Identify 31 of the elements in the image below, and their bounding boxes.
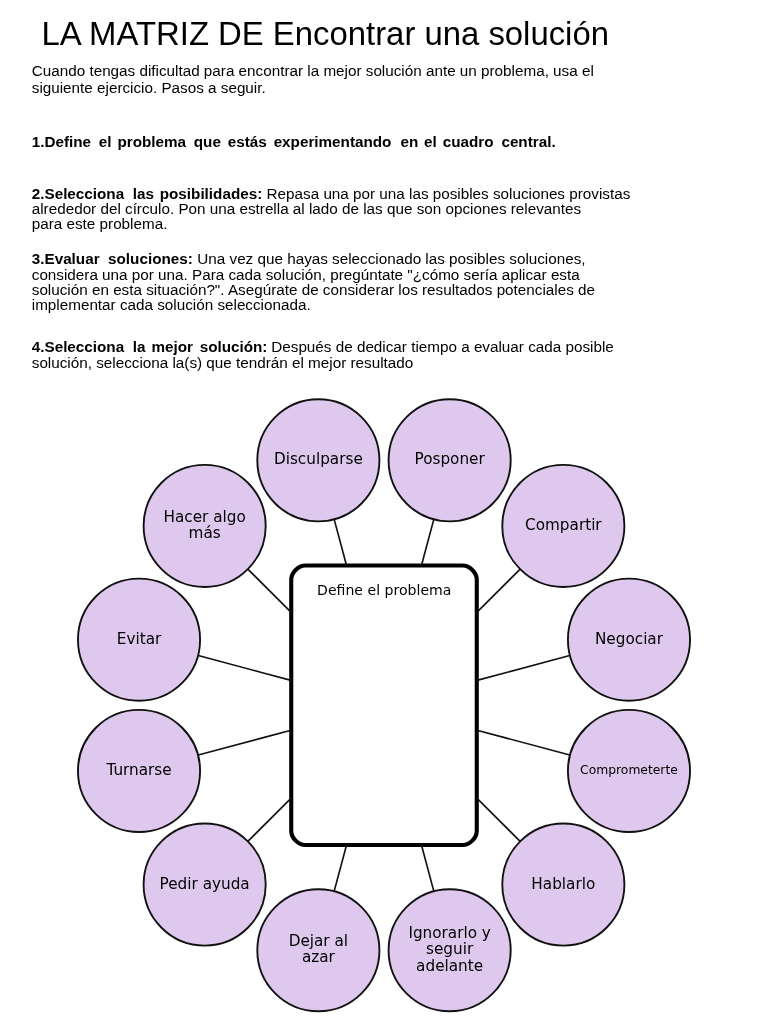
connector [333, 843, 348, 892]
node-circle: Compartir [501, 463, 626, 588]
connector [476, 728, 571, 756]
connector [420, 518, 435, 566]
node-circle: Posponer [387, 397, 512, 522]
node-circle: Hacer algo más [142, 463, 267, 588]
node-circle: Evitar [77, 577, 201, 702]
connector [476, 654, 571, 681]
connector [476, 796, 521, 842]
connector [420, 843, 435, 892]
node-circle: Pedir ayuda [142, 822, 267, 947]
connector [333, 518, 348, 566]
node-circle: Ignorarlo y seguir adelante [387, 887, 512, 1012]
connector [247, 568, 292, 613]
connector [476, 568, 521, 613]
node-circle: Hablarlo [501, 822, 626, 947]
connector [197, 728, 292, 756]
node-circle: Comprometerte [566, 708, 691, 833]
connector [247, 796, 292, 842]
label: 3.Evaluar soluciones: Una vez que hayas seleccionado las posibles soluciones, considera una por una. Para cada solución, pregúntate "¿cómo sería aplicar esta solución en esta situación?". Asegúrate de considerar los resultados potenciales de implementar cada solución seleccionada. [31, 249, 595, 313]
diagram-title: LA MATRIZ DE Encontrar una solución [41, 14, 609, 52]
label: 2.Selecciona las posibilidades: Repasa una por una las posibles soluciones provistas alrededor del círculo. Pon una estrella al lado de las que son opciones relevantes para este problema. [31, 184, 631, 232]
node-circle: Turnarse [77, 708, 201, 833]
node-circle: Dejar al azar [256, 887, 381, 1012]
label: Cuando tengas dificultad para encontrar la mejor solución ante un problema, usa el siguiente ejercicio. Pasos a seguir. [31, 61, 594, 96]
connector [197, 654, 292, 681]
node-circle: Negociar [566, 577, 691, 702]
node-box: Define el problema [289, 563, 479, 847]
node-circle: Disculparse [256, 397, 381, 522]
label: 4.Selecciona la mejor solución: Después de dedicar tiempo a evaluar cada posible solución, selecciona la(s) que tendrán el mejor resultado [31, 337, 614, 371]
label: 1.Define el problema que estás experimentando en el cuadro central. [31, 132, 556, 150]
